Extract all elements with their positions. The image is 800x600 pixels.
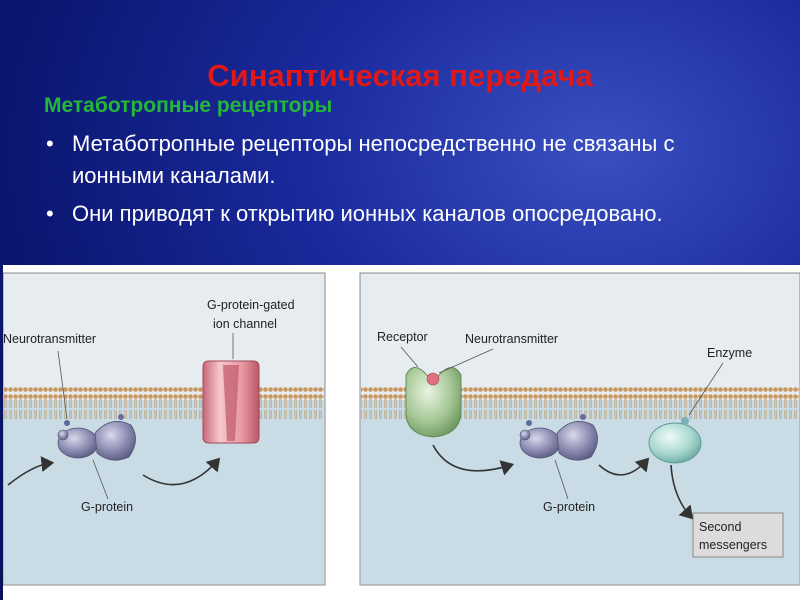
slide-title: Синаптическая передача [207, 58, 593, 93]
g-protein-right [519, 414, 598, 461]
bullet-text: Они приводят к открытию ионных каналов о… [72, 201, 663, 226]
arrow-to-enzyme [598, 457, 650, 476]
second-messengers-box [692, 512, 784, 558]
bullet-item: • Метаботропные рецепторы непосредственн… [46, 128, 766, 192]
leader-neurotransmitter-left [57, 350, 68, 420]
ion-channel [202, 360, 260, 444]
leader-enzyme [688, 362, 724, 416]
leader-gprotein-left [92, 459, 109, 500]
bullet-marker: • [46, 131, 54, 156]
gprotein-label-left: G-protein [81, 500, 133, 514]
second-messengers-line2: messengers [699, 538, 767, 552]
synapse-diagram: Neurotransmitter G-protein-gated ion cha… [3, 272, 800, 586]
leader-receptor [400, 346, 419, 368]
neurotransmitter-label-right: Neurotransmitter [465, 332, 558, 346]
gprotein-label-right: G-protein [543, 500, 595, 514]
bullet-item: • Они приводят к открытию ионных каналов… [46, 198, 766, 230]
channel-label-line2: ion channel [213, 317, 277, 331]
membrane-left [4, 387, 324, 419]
receptor [405, 367, 462, 438]
arrow-to-gprotein-right [432, 444, 515, 476]
slide-subtitle: Метаботропные рецепторы [44, 94, 333, 117]
neurotransmitter-dot [426, 372, 440, 386]
arrow-to-second-messengers [670, 464, 694, 520]
cytoplasm-left [4, 400, 324, 584]
enzyme-label: Enzyme [707, 346, 752, 360]
synapse-figure: Neurotransmitter G-protein-gated ion cha… [3, 265, 800, 600]
leader-gprotein-right [554, 459, 569, 500]
receptor-label: Receptor [377, 330, 428, 344]
channel-label-line1: G-protein-gated [207, 298, 295, 312]
bullet-list: • Метаботропные рецепторы непосредственн… [46, 128, 766, 236]
bullet-text: Метаботропные рецепторы непосредственно … [72, 131, 675, 188]
g-protein-left [57, 414, 136, 461]
arrow-to-channel [142, 457, 221, 486]
panel-left: Neurotransmitter G-protein-gated ion cha… [3, 272, 326, 586]
arrow-to-gprotein-left [7, 456, 55, 486]
neurotransmitter-label-left: Neurotransmitter [3, 332, 96, 346]
enzyme [648, 417, 702, 464]
panel-right: Second messengers Receptor Neurotransmit… [359, 272, 800, 586]
second-messengers-line1: Second [699, 520, 741, 534]
leader-neurotransmitter-right [438, 348, 494, 374]
bullet-marker: • [46, 201, 54, 226]
